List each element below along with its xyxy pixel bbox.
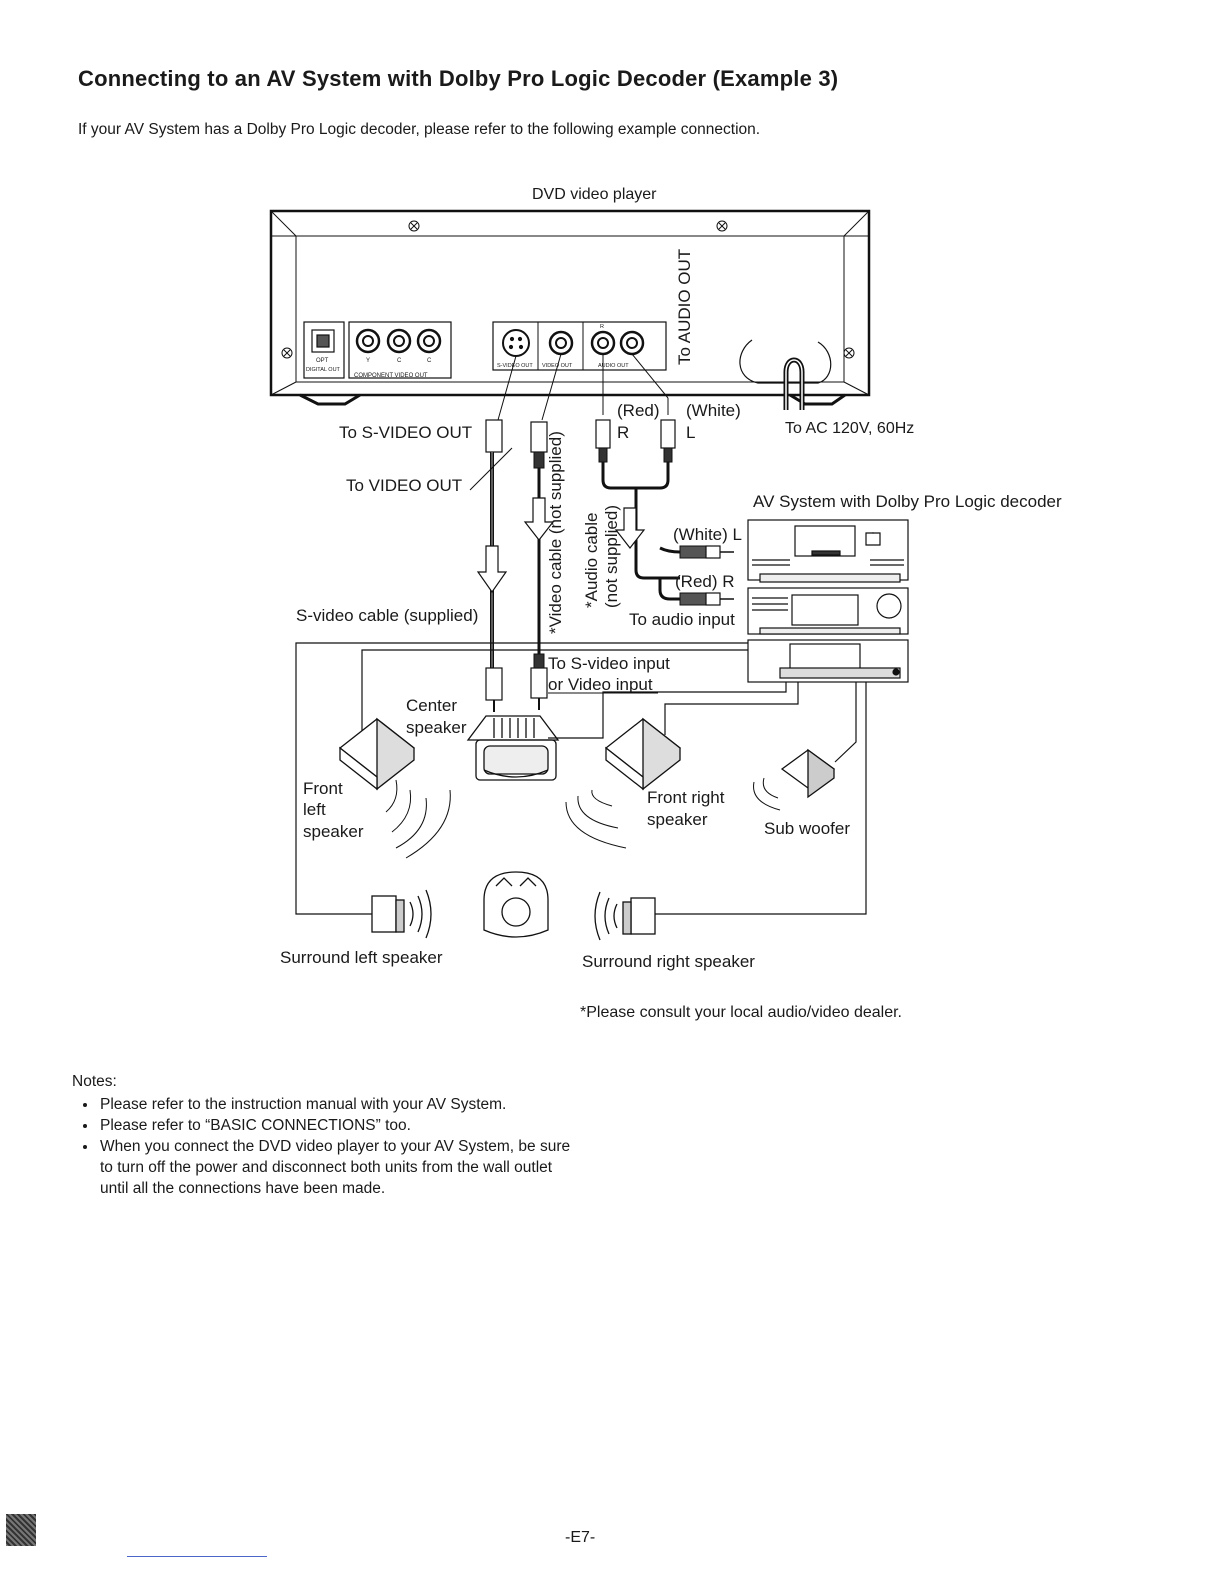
surround-left-label: Surround left speaker <box>280 948 443 967</box>
center-speaker-label-2: speaker <box>406 718 467 737</box>
note-item: When you connect the DVD video player to… <box>98 1136 578 1199</box>
component-jack-c2-label: C <box>427 358 432 364</box>
note-item: Please refer to “BASIC CONNECTIONS” too. <box>98 1115 578 1136</box>
or-video-input-label: or Video input <box>548 675 653 694</box>
front-left-label-2: left <box>303 800 326 819</box>
sub-woofer-icon <box>780 748 836 799</box>
front-right-label-1: Front right <box>647 788 725 807</box>
r-top-label: R <box>617 423 629 442</box>
s-video-cable-label: S-video cable (supplied) <box>296 606 478 625</box>
component-jack-c1-label: C <box>397 358 402 364</box>
white-top-label: (White) <box>686 401 741 420</box>
front-left-label-3: speaker <box>303 822 364 841</box>
front-left-speaker <box>338 717 416 791</box>
red-top-label: (Red) <box>617 401 660 420</box>
component-out-label: COMPONENT VIDEO OUT <box>354 373 428 379</box>
component-jack-y-label: Y <box>366 358 370 364</box>
to-s-video-out-label: To S-VIDEO OUT <box>339 423 472 442</box>
video-cable-label: *Video cable (not supplied) <box>546 431 565 634</box>
to-s-video-input-label: To S-video input <box>548 654 670 673</box>
component-video-jacks <box>348 321 452 379</box>
audio-r-panel-label: R <box>600 324 604 330</box>
to-audio-input-label: To audio input <box>629 610 735 629</box>
audio-out-label: To AUDIO OUT <box>675 249 694 365</box>
speaker-wires <box>295 642 867 915</box>
arrow-icons <box>476 497 646 594</box>
audio-cable-label-1: *Audio cable <box>582 513 601 608</box>
red-r-label: (Red) R <box>675 572 735 591</box>
front-right-speaker <box>604 717 682 791</box>
registration-mark <box>6 1514 36 1546</box>
footer-rule <box>127 1556 267 1557</box>
av-system-unit <box>747 519 909 683</box>
s-video-cable <box>485 355 517 712</box>
intro-text: If your AV System has a Dolby Pro Logic … <box>78 121 761 138</box>
screw-icons <box>281 220 855 359</box>
audio-out-panel-label: AUDIO OUT <box>598 363 629 369</box>
digital-out-jack <box>303 321 345 379</box>
audio-cable-label-2: (not supplied) <box>602 505 621 608</box>
dvd-player-rear-panel <box>269 209 871 406</box>
tv-center-speaker <box>466 715 560 781</box>
av-system-label: AV System with Dolby Pro Logic decoder <box>753 492 1062 511</box>
audio-cable <box>595 353 734 606</box>
page-number: -E7- <box>565 1529 596 1546</box>
player-label: DVD video player <box>532 186 657 203</box>
s-video-out-panel-label: S-VIDEO OUT <box>497 363 533 369</box>
page-title: Connecting to an AV System with Dolby Pr… <box>78 66 839 91</box>
note-item: Please refer to the instruction manual w… <box>98 1094 578 1115</box>
surround-right-speaker <box>594 891 656 941</box>
white-l-label: (White) L <box>673 525 742 544</box>
notes-heading: Notes: <box>72 1073 117 1090</box>
center-speaker-label-1: Center <box>406 696 457 715</box>
surround-left-speaker <box>371 889 432 939</box>
to-ac-label: To AC 120V, 60Hz <box>785 420 914 437</box>
digital-out-label: DIGITAL OUT <box>306 367 341 373</box>
front-left-label-1: Front <box>303 779 343 798</box>
notes-list: Please refer to the instruction manual w… <box>72 1094 578 1199</box>
sub-woofer-label: Sub woofer <box>764 819 850 838</box>
power-cord <box>739 339 832 410</box>
notes-section: Notes: Please refer to the instruction m… <box>72 1071 578 1199</box>
optical-label: OPT <box>316 358 329 364</box>
surround-right-label: Surround right speaker <box>582 952 755 971</box>
dealer-note: *Please consult your local audio/video d… <box>580 1004 902 1021</box>
to-video-out-label: To VIDEO OUT <box>346 476 462 495</box>
front-right-label-2: speaker <box>647 810 708 829</box>
sound-wave-icons <box>385 777 781 859</box>
listener-icon <box>483 871 549 938</box>
l-top-label: L <box>686 423 695 442</box>
